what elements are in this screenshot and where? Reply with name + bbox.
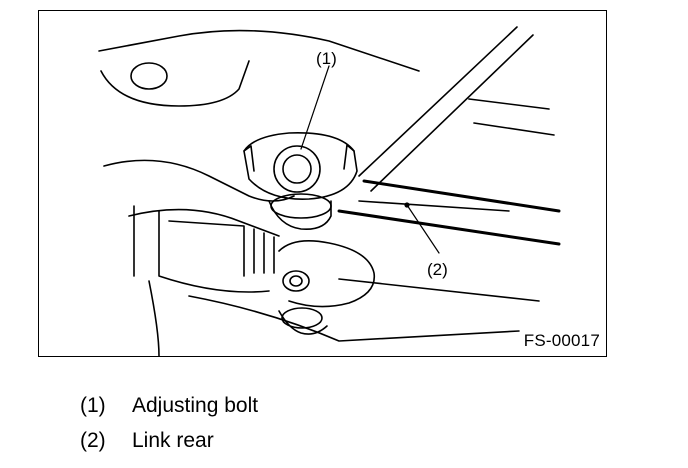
link-rear bbox=[337, 179, 561, 246]
leader-lines bbox=[300, 65, 440, 254]
illustration-frame: (1) (2) FS-00017 bbox=[38, 10, 607, 357]
adjusting-bolt bbox=[243, 132, 358, 231]
legend-number: (1) bbox=[80, 394, 106, 417]
frame-member bbox=[358, 26, 555, 212]
legend: (1) Adjusting bolt (2) Link rear bbox=[80, 388, 258, 458]
figure-id: FS-00017 bbox=[523, 331, 600, 350]
legend-label: Adjusting bolt bbox=[132, 394, 259, 417]
legend-item: (1) Adjusting bolt bbox=[80, 388, 258, 423]
suspension-illustration: (1) (2) bbox=[98, 26, 561, 356]
legend-item: (2) Link rear bbox=[80, 423, 258, 458]
body-panel bbox=[98, 29, 420, 107]
subframe-arm bbox=[103, 159, 540, 356]
lower-bracket bbox=[278, 240, 376, 335]
legend-label: Link rear bbox=[132, 429, 214, 452]
legend-number: (2) bbox=[80, 429, 106, 452]
callout-1: (1) bbox=[316, 49, 337, 68]
callout-2: (2) bbox=[427, 260, 448, 279]
